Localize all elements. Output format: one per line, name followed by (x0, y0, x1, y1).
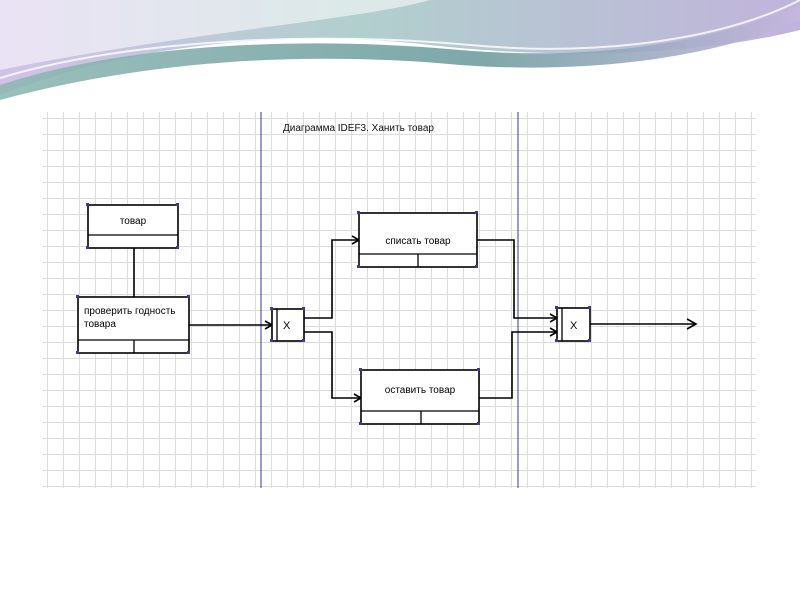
svg-text:проверить годность товар: проверить годность товара (84, 306, 178, 330)
junction-fan-out-label: X (283, 320, 291, 332)
unit-object-box[interactable]: товар (87, 204, 179, 249)
junction-fan-in[interactable]: X (556, 307, 591, 342)
link-junction-keep (304, 331, 361, 399)
link-junction-write-off (304, 239, 359, 319)
unit-keep-label: оставить товар (385, 385, 456, 396)
unit-check-label-line1: проверить годность (84, 306, 176, 317)
junction-fan-in-label: X (570, 320, 578, 332)
unit-check-label-line2: товара (84, 319, 116, 330)
decorative-banner (0, 0, 800, 100)
unit-check-box[interactable]: проверить годность товара (77, 296, 190, 354)
junction-fan-out[interactable]: X (271, 308, 305, 342)
diagram-title: Диаграмма IDEF3. Ханить товар (283, 123, 434, 134)
unit-keep-box[interactable]: оставить товар (360, 369, 480, 425)
unit-write-off-box[interactable]: списать товар (358, 212, 478, 268)
link-keep-junction (479, 331, 557, 399)
unit-write-off-label: списать товар (385, 236, 451, 247)
unit-object-label: товар (120, 216, 147, 227)
selection-handles (76, 203, 591, 425)
link-write-off-junction (477, 239, 557, 319)
